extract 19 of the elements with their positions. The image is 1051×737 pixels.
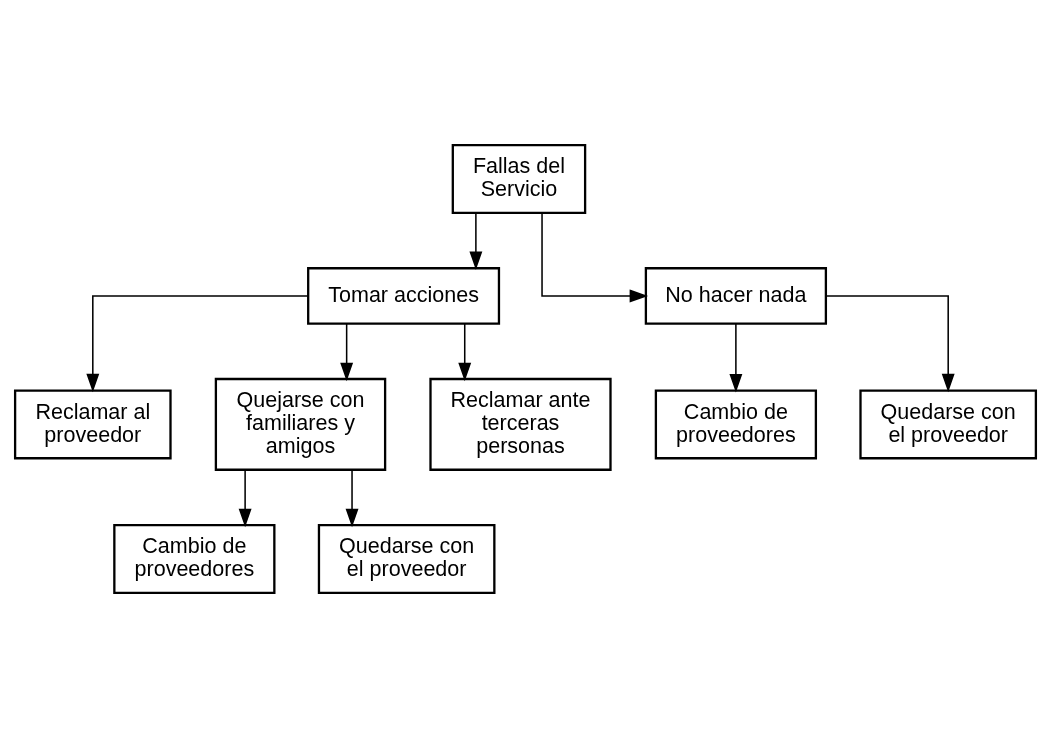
node-box: Fallas del Servicio — [451, 143, 587, 214]
arrow — [238, 468, 252, 527]
node-box: Quejarse con familiares y amigos — [214, 377, 387, 471]
node-box: Cambio de proveedores — [654, 388, 818, 459]
arrow — [86, 294, 309, 392]
arrow — [345, 468, 359, 527]
node-box: Tomar acciones — [307, 266, 501, 325]
arrow — [541, 212, 649, 302]
node-box: No hacer nada — [644, 266, 828, 325]
arrow — [458, 322, 472, 381]
arrow — [825, 294, 955, 392]
node-box: Reclamar ante terceras personas — [429, 377, 612, 471]
node-box: Cambio de proveedores — [113, 523, 276, 594]
node-box: Quedarse con el proveedor — [859, 388, 1038, 459]
node-box: Reclamar al proveedor — [13, 388, 172, 459]
arrow — [469, 212, 483, 270]
node-box: Quedarse con el proveedor — [317, 523, 496, 594]
arrow — [340, 322, 354, 381]
arrow — [729, 322, 743, 392]
